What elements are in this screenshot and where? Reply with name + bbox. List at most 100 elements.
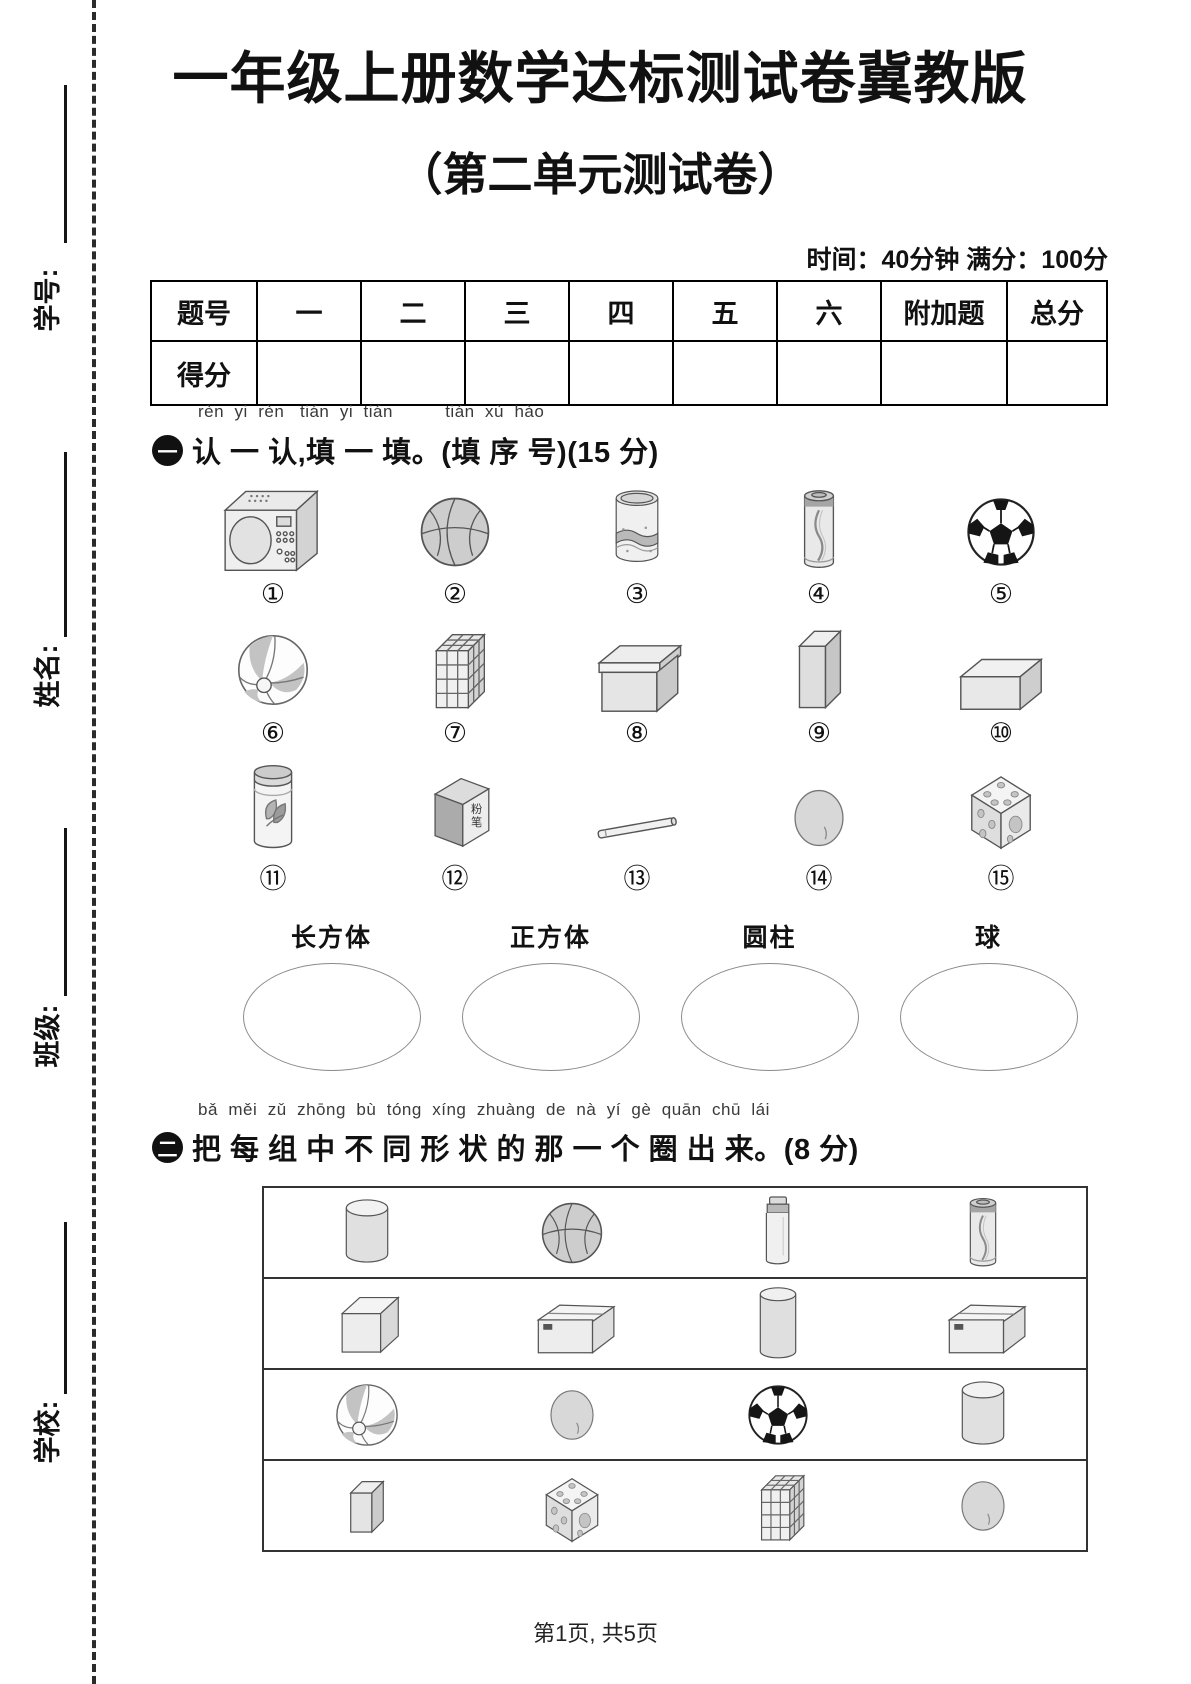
answer-oval-cube[interactable] [461, 963, 640, 1071]
sidebar-field-label: 学校: [33, 1400, 63, 1464]
q1-item-chalk-box: 粉笔 ⑫ [364, 752, 546, 895]
page-subtitle: （第二单元测试卷） [397, 149, 803, 200]
category-label: 长方体 [290, 924, 372, 952]
q2-item-cylinder[interactable] [881, 1372, 1087, 1458]
score-col-header: 二 [360, 280, 466, 342]
q1-heading: 一 认 一 认,填 一 填。(填 序 号)(15 分) [152, 429, 659, 471]
item-number: ⑫ [441, 864, 469, 895]
exam-meta: 时间：40分钟 满分：100分 [806, 246, 1108, 274]
q1-item-jar: ⑪ [182, 752, 364, 895]
ball-icon [961, 1480, 1005, 1531]
q2-item-basketball[interactable] [470, 1189, 676, 1277]
q1-item-ball: ⑭ [728, 752, 910, 895]
item-number: ① [260, 579, 286, 610]
q2-item-cuboid-small[interactable] [264, 1469, 470, 1543]
answer-oval-cylinder[interactable] [680, 963, 859, 1071]
q2-item-carton[interactable] [881, 1282, 1087, 1366]
fill-in-blank-line[interactable] [64, 828, 67, 996]
answer-oval-cuboid[interactable] [242, 963, 421, 1071]
q2-row-4 [264, 1461, 1086, 1550]
score-col-header: 一 [256, 280, 362, 342]
q1-item-cuboid: ⑨ [728, 613, 910, 752]
score-input-cell[interactable] [568, 340, 674, 406]
question-number-badge: 二 [152, 1131, 183, 1163]
q2-item-cube[interactable] [264, 1283, 470, 1365]
cuboid-icon [797, 629, 843, 710]
score-input-cell[interactable] [360, 340, 466, 406]
cuboid-small-icon [348, 1479, 385, 1534]
page-margin-dashed-line [92, 0, 96, 1684]
page-title: 一年级上册数学达标测试卷冀教版 [172, 47, 1028, 110]
cube-icon [340, 1295, 400, 1353]
fill-in-blank-line[interactable] [64, 452, 67, 637]
q2-item-beach-ball[interactable] [264, 1370, 470, 1460]
item-number: ⑪ [259, 864, 287, 895]
q1-pinyin: rèn yi rèn tián yi tián tián xù hào [198, 402, 545, 421]
basketball-icon [542, 1202, 603, 1263]
bottle-icon [765, 1195, 790, 1264]
cylinder-icon [345, 1198, 389, 1263]
score-input-cell[interactable] [776, 340, 882, 406]
ball-icon [550, 1389, 594, 1440]
score-input-cell[interactable] [1006, 340, 1108, 406]
score-col-header: 六 [776, 280, 882, 342]
score-input-cell[interactable] [672, 340, 778, 406]
q2-item-soccer-ball[interactable] [675, 1371, 881, 1459]
answer-oval-sphere[interactable] [899, 963, 1078, 1071]
score-input-cell[interactable] [464, 340, 570, 406]
score-col-header: 五 [672, 280, 778, 342]
q2-pinyin: bǎ měi zǔ zhōng bù tóng xíng zhuàng de n… [198, 1100, 770, 1119]
q2-item-cylinder-tall[interactable] [675, 1278, 881, 1370]
score-col-header: 附加题 [880, 280, 1008, 342]
q1-item-dice: ⑮ [910, 752, 1092, 895]
q1-item-basketball: ② [364, 474, 546, 613]
carton-icon [536, 1303, 617, 1354]
category-label: 圆柱 [742, 924, 797, 952]
score-col-header: 总分 [1006, 280, 1108, 342]
soccer-ball-icon [748, 1384, 808, 1445]
q2-row-2 [264, 1279, 1086, 1370]
q2-items-table [262, 1186, 1088, 1552]
q2-item-ball[interactable] [470, 1379, 676, 1451]
score-input-cell[interactable] [256, 340, 362, 406]
item-number: ⑧ [624, 718, 650, 749]
score-col-header: 四 [568, 280, 674, 342]
q2-item-carton[interactable] [470, 1282, 676, 1366]
q2-item-cylinder[interactable] [264, 1190, 470, 1276]
dice-icon [545, 1477, 600, 1542]
q1-item-microwave: ① [182, 474, 364, 613]
sidebar-field-label: 班级: [33, 1004, 63, 1068]
score-col-header: 三 [464, 280, 570, 342]
q1-item-soccer-ball: ⑤ [910, 474, 1092, 613]
rubiks-cube-icon [434, 633, 486, 710]
fill-in-blank-line[interactable] [64, 85, 67, 243]
q2-item-soda-can[interactable] [881, 1187, 1087, 1279]
chalk-box-icon: 粉笔 [433, 777, 491, 848]
item-number: ③ [624, 579, 650, 610]
item-number: ⑮ [987, 864, 1015, 895]
item-number: ⑭ [805, 864, 833, 895]
category-sphere: 球 [899, 918, 1078, 1071]
cuboid-flat-icon [958, 657, 1044, 711]
score-table-corner: 题号 [150, 280, 258, 342]
q2-item-bottle[interactable] [675, 1187, 881, 1279]
item-number: ⑥ [260, 718, 286, 749]
q2-question-text: 把 每 组 中 不 同 形 状 的 那 一 个 圈 出 来。(8 分) [192, 1134, 859, 1166]
q1-item-rubiks-cube: ⑦ [364, 613, 546, 752]
score-input-cell[interactable] [880, 340, 1008, 406]
sidebar-field-label: 学号: [33, 268, 63, 332]
q2-item-dice[interactable] [470, 1460, 676, 1552]
q2-heading: 二 把 每 组 中 不 同 形 状 的 那 一 个 圈 出 来。(8 分) [152, 1126, 859, 1168]
q2-item-rubiks-cube[interactable] [675, 1459, 881, 1552]
fill-in-blank-line[interactable] [64, 1222, 67, 1394]
q2-item-ball[interactable] [881, 1470, 1087, 1542]
canister-icon [615, 490, 659, 562]
item-number: ② [442, 579, 468, 610]
q1-item-soda-can: ④ [728, 474, 910, 613]
page-footer: 第1页, 共5页 [533, 1621, 658, 1646]
beach-ball-icon [335, 1383, 398, 1446]
dice-icon [970, 776, 1032, 850]
item-number: ⑤ [988, 579, 1014, 610]
